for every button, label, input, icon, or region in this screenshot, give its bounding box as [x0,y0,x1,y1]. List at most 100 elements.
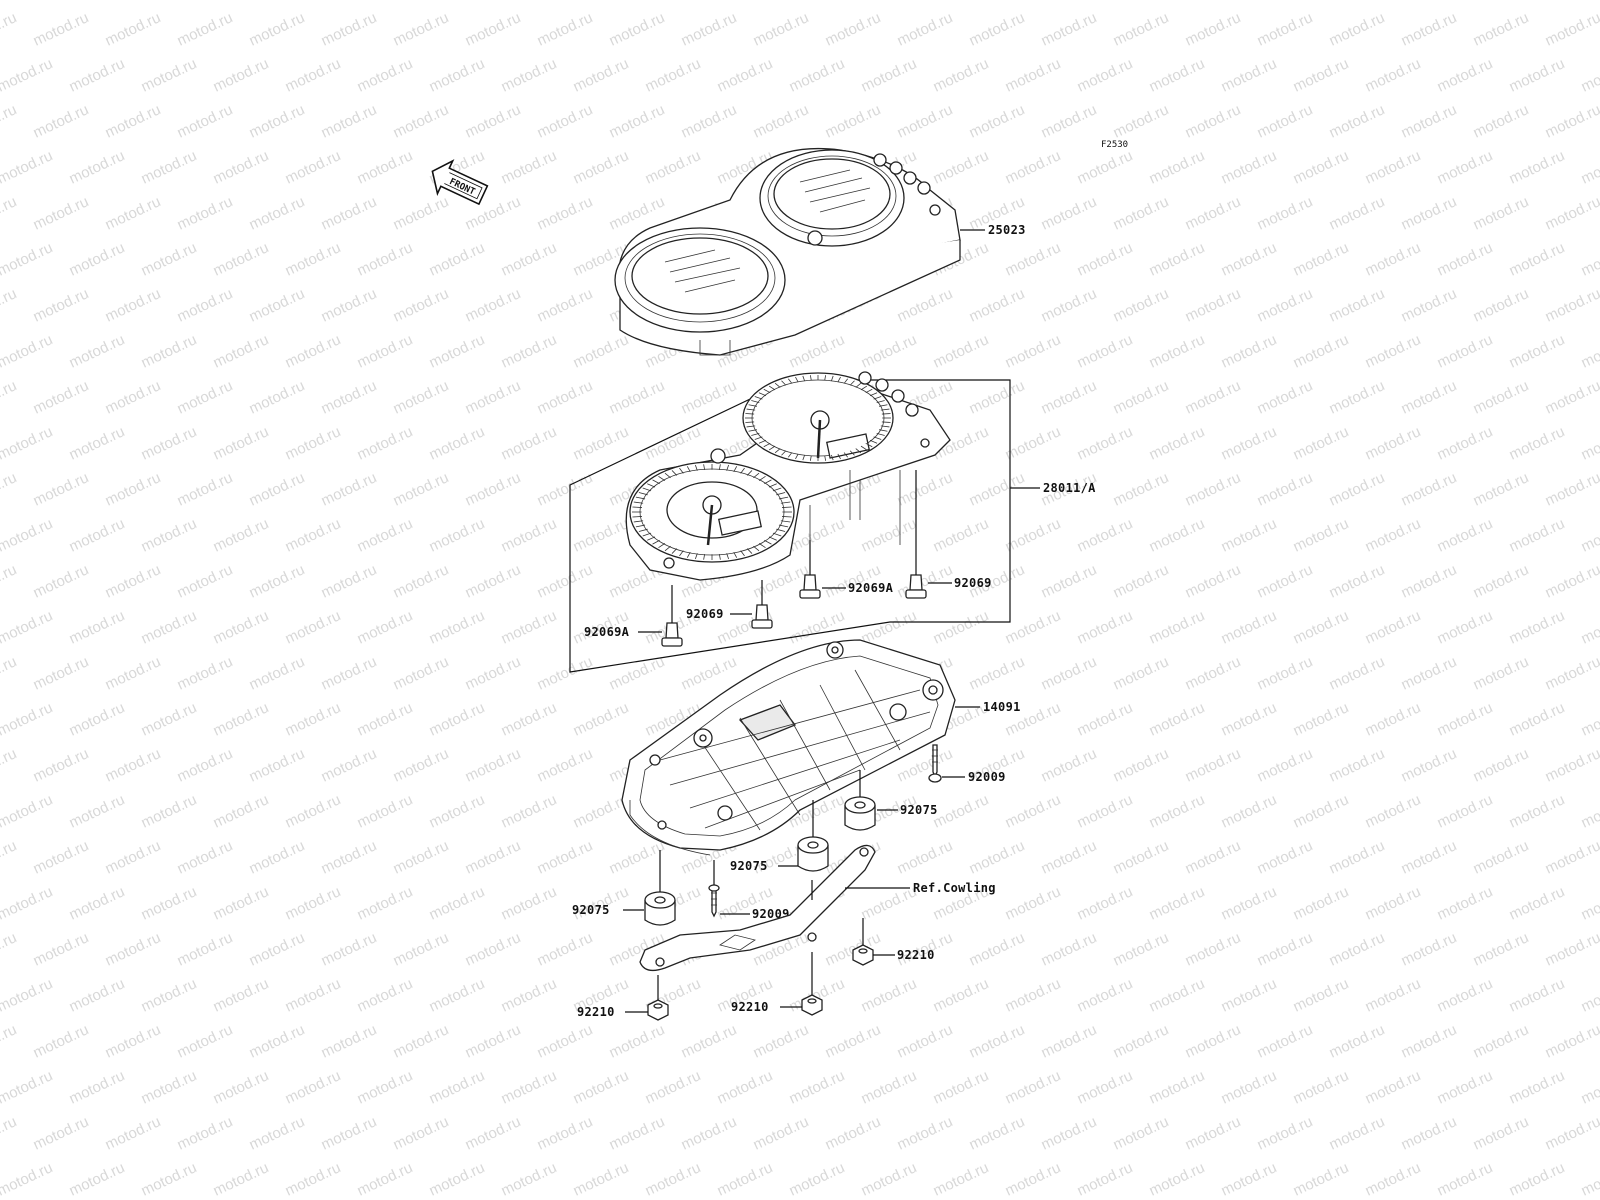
watermark-text: motod.ru [1183,837,1244,877]
watermark-text: motod.ru [535,101,596,141]
watermark-text: motod.ru [1543,469,1600,509]
watermark-text: motod.ru [499,0,560,4]
watermark-text: motod.ru [1327,101,1388,141]
gauge-tick [855,448,862,454]
watermark-text: motod.ru [1255,101,1316,141]
watermark-text: motod.ru [1291,699,1352,739]
gauge-tick [753,472,760,479]
watermark-text: motod.ru [0,423,55,463]
watermark-text: motod.ru [427,331,488,371]
watermark-text: motod.ru [1543,1113,1600,1153]
watermark-text: motod.ru [1183,929,1244,969]
gauge-tick [642,532,652,537]
callout-92210-right: 92210 [897,948,935,962]
watermark-text: motod.ru [1507,699,1568,739]
watermark-text: motod.ru [535,377,596,417]
meter-case-14091 [621,639,956,856]
watermark-text: motod.ru [175,837,236,877]
watermark-text: motod.ru [1399,929,1460,969]
watermark-text: motod.ru [679,1021,740,1061]
watermark-text: motod.ru [391,9,452,49]
watermark-text: motod.ru [1543,929,1600,969]
watermark-text: motod.ru [463,561,524,601]
watermark-text: motod.ru [1075,1067,1136,1107]
watermark-text: motod.ru [175,561,236,601]
watermark-text: motod.ru [355,699,416,739]
watermark-text: motod.ru [1039,9,1100,49]
watermark-text: motod.ru [1363,0,1424,4]
watermark-text: motod.ru [355,515,416,555]
watermark-text: motod.ru [355,0,416,4]
watermark-text: motod.ru [0,9,19,49]
watermark-text: motod.ru [1507,607,1568,647]
watermark-text: motod.ru [1003,55,1064,95]
watermark-text: motod.ru [319,285,380,325]
watermark-text: motod.ru [1291,791,1352,831]
watermark-text: motod.ru [247,1113,308,1153]
watermark-text: motod.ru [355,883,416,923]
watermark-text: motod.ru [0,285,19,325]
watermark-text: motod.ru [0,607,55,647]
watermark-text: motod.ru [1327,1113,1388,1153]
watermark-text: motod.ru [1579,239,1600,279]
watermark-text: motod.ru [535,1113,596,1153]
watermark-text: motod.ru [1363,239,1424,279]
watermark-text: motod.ru [31,745,92,785]
watermark-text: motod.ru [67,791,128,831]
watermark-text: motod.ru [1291,55,1352,95]
watermark-text: motod.ru [247,193,308,233]
watermark-text: motod.ru [787,0,848,4]
watermark-text: motod.ru [355,975,416,1015]
watermark-text: motod.ru [1111,9,1172,49]
watermark-text: motod.ru [1219,699,1280,739]
watermark-text: motod.ru [31,9,92,49]
watermark-text: motod.ru [967,929,1028,969]
gauge-tick [849,380,855,386]
watermark-text: motod.ru [895,837,956,877]
watermark-text: motod.ru [715,0,776,4]
watermark-text: motod.ru [103,561,164,601]
watermark-text: motod.ru [1471,9,1532,49]
gauge-tick [849,450,855,456]
watermark-text: motod.ru [0,745,19,785]
watermark-text: motod.ru [1255,929,1316,969]
watermark-text: motod.ru [1399,101,1460,141]
gauge-tick [787,452,793,458]
watermark-text: motod.ru [1291,239,1352,279]
watermark-text: motod.ru [1255,1021,1316,1061]
watermark-text: motod.ru [0,377,19,417]
watermark-text: motod.ru [1363,1067,1424,1107]
watermark-text: motod.ru [175,101,236,141]
watermark-text: motod.ru [103,101,164,141]
watermark-text: motod.ru [1075,147,1136,187]
watermark-text: motod.ru [499,239,560,279]
watermark-text: motod.ru [1075,331,1136,371]
gauge-tick [745,413,755,415]
watermark-text: motod.ru [1471,1113,1532,1153]
watermark-text: motod.ru [967,9,1028,49]
gauge-tick [869,439,878,444]
watermark-text: motod.ru [1039,285,1100,325]
watermark-text: motod.ru [67,515,128,555]
watermark-text: motod.ru [571,699,632,739]
gauge-tick [778,524,789,528]
watermark-text: motod.ru [67,55,128,95]
watermark-text: motod.ru [247,929,308,969]
watermark-text: motod.ru [1147,883,1208,923]
watermark-text: motod.ru [1111,193,1172,233]
watermark-text: motod.ru [1435,55,1496,95]
gauge-tick [758,439,767,444]
watermark-text: motod.ru [859,607,920,647]
watermark-text: motod.ru [247,561,308,601]
watermark-text: motod.ru [211,975,272,1015]
watermark-text: motod.ru [1579,607,1600,647]
watermark-text: motod.ru [355,1159,416,1199]
watermark-text: motod.ru [1255,745,1316,785]
watermark-text: motod.ru [1147,239,1208,279]
callout-92075-left: 92075 [572,903,610,917]
watermark-text: motod.ru [1399,9,1460,49]
watermark-text: motod.ru [1111,929,1172,969]
watermark-text: motod.ru [967,101,1028,141]
watermark-text: motod.ru [499,147,560,187]
watermark-text: motod.ru [283,699,344,739]
